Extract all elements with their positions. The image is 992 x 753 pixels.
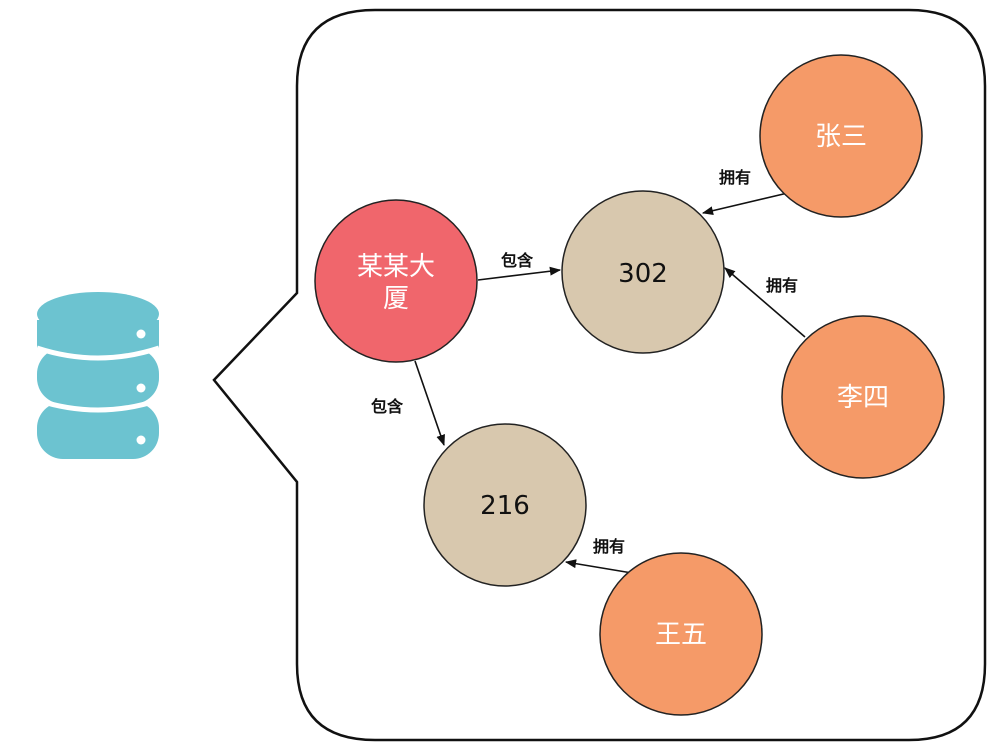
node-person-zhangsan: 张三 <box>759 54 923 218</box>
edge-label-building-302: 包含 <box>501 251 534 270</box>
node-person-zhangsan-label: 张三 <box>815 122 867 152</box>
edge-label-lisi-302: 拥有 <box>766 276 798 295</box>
edge-building-302 <box>477 266 562 281</box>
node-person-lisi: 李四 <box>781 315 945 479</box>
node-room-216: 216 <box>423 423 587 587</box>
edges <box>414 191 806 574</box>
edge-building-216 <box>414 360 445 447</box>
node-building-label-line2: 厦 <box>383 284 409 314</box>
database-icon <box>36 292 160 459</box>
node-person-wangwu: 王五 <box>599 552 763 716</box>
node-room-216-label: 216 <box>480 491 530 521</box>
edge-lisi-302 <box>724 267 806 338</box>
edge-zhangsan-302 <box>701 191 793 216</box>
edge-label-zhangsan-302: 拥有 <box>719 168 751 187</box>
node-room-302: 302 <box>561 190 725 354</box>
node-building: 某某大 厦 <box>314 199 478 363</box>
edge-wangwu-216 <box>564 559 633 574</box>
node-person-lisi-label: 李四 <box>837 383 889 413</box>
node-room-302-label: 302 <box>618 259 668 289</box>
edge-label-building-216: 包含 <box>371 397 404 416</box>
edge-label-wangwu-216: 拥有 <box>593 537 625 556</box>
node-building-label-line1: 某某大 <box>357 252 435 282</box>
node-person-wangwu-label: 王五 <box>655 620 707 650</box>
